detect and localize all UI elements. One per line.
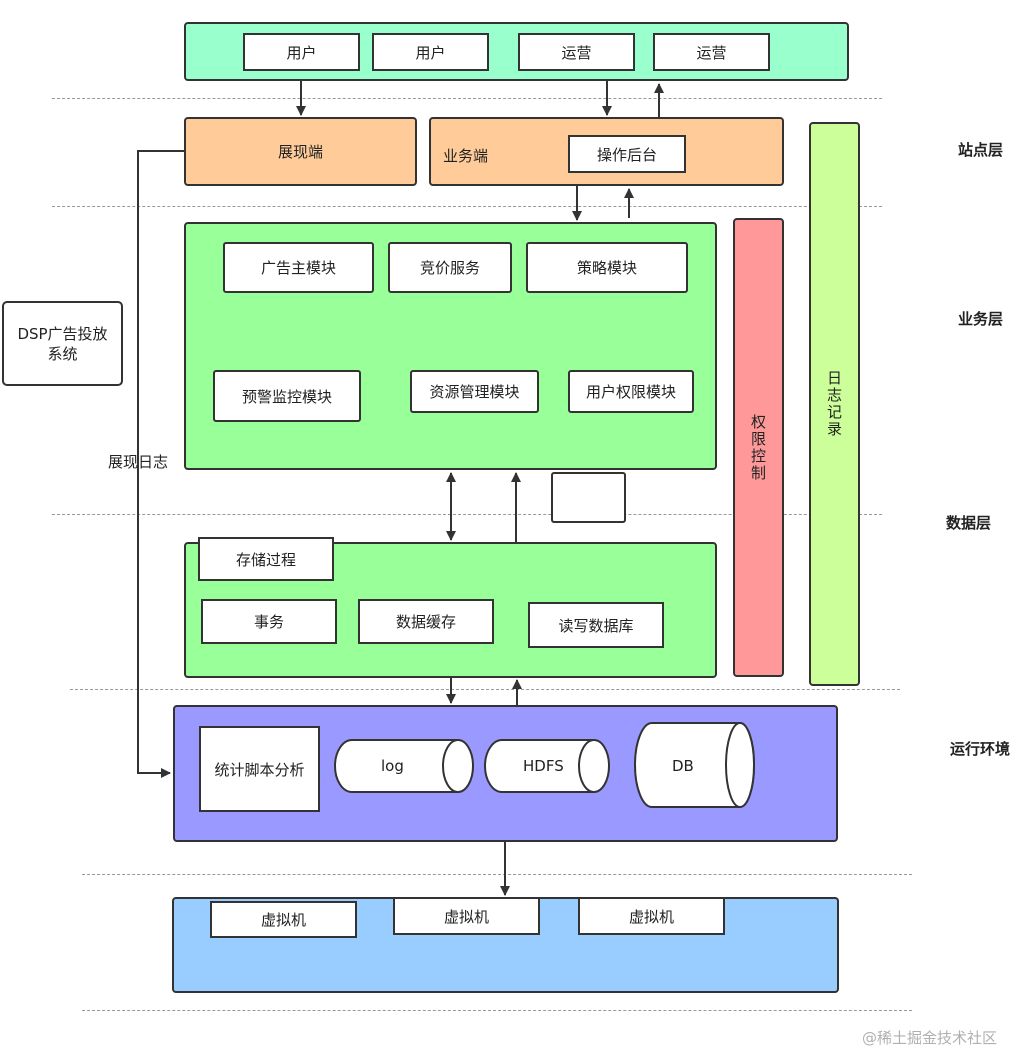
module-resource-mgmt: 资源管理模块 (410, 370, 539, 413)
permission-control-bar: 权限控制 (733, 218, 784, 677)
admin-backend-box: 操作后台 (568, 135, 686, 173)
layer-label-business: 业务层 (958, 310, 1004, 328)
dsp-system-box: DSP广告投放系统 (2, 301, 123, 386)
log-label: log (381, 757, 404, 775)
vm-box-2: 虚拟机 (393, 897, 540, 935)
business-end-label: 业务端 (443, 147, 489, 165)
layer-label-runtime: 运行环境 (950, 740, 1011, 758)
transaction-box: 事务 (201, 599, 337, 644)
db-label: DB (672, 757, 694, 775)
empty-box (551, 472, 626, 523)
separator-5 (82, 874, 912, 875)
stats-script-box: 统计脚本分析 (199, 726, 320, 812)
display-log-label: 展现日志 (107, 450, 170, 473)
data-cache-box: 数据缓存 (358, 599, 494, 644)
hdfs-label: HDFS (523, 757, 564, 775)
watermark: @稀土掘金技术社区 (862, 1029, 998, 1047)
rw-database-box: 读写数据库 (528, 602, 664, 648)
operator-box-2: 运营 (653, 33, 770, 71)
user-box-2: 用户 (372, 33, 489, 71)
layer-label-site: 站点层 (958, 141, 1004, 159)
permission-control-label: 权限控制 (749, 413, 767, 482)
module-strategy: 策略模块 (526, 242, 688, 293)
display-end-box: 展现端 (184, 117, 417, 186)
vm-box-3: 虚拟机 (578, 897, 725, 935)
log-record-bar: 日志记录 (809, 122, 860, 686)
dsp-system-label: DSP广告投放系统 (17, 324, 108, 363)
module-user-permission: 用户权限模块 (568, 370, 694, 413)
log-record-label: 日志记录 (825, 370, 843, 438)
module-advertiser: 广告主模块 (223, 242, 374, 293)
module-alert-monitor: 预警监控模块 (213, 370, 361, 422)
layer-label-data: 数据层 (946, 514, 992, 532)
separator-6 (82, 1010, 912, 1011)
module-bidding: 竞价服务 (388, 242, 512, 293)
display-end-label: 展现端 (277, 143, 323, 161)
vm-box-1: 虚拟机 (210, 901, 357, 938)
separator-4 (70, 689, 900, 690)
operator-box-1: 运营 (518, 33, 635, 71)
separator-1 (52, 98, 882, 99)
user-box-1: 用户 (243, 33, 360, 71)
separator-3 (52, 514, 882, 515)
separator-2 (52, 206, 882, 207)
stored-procedure-box: 存储过程 (198, 537, 334, 581)
